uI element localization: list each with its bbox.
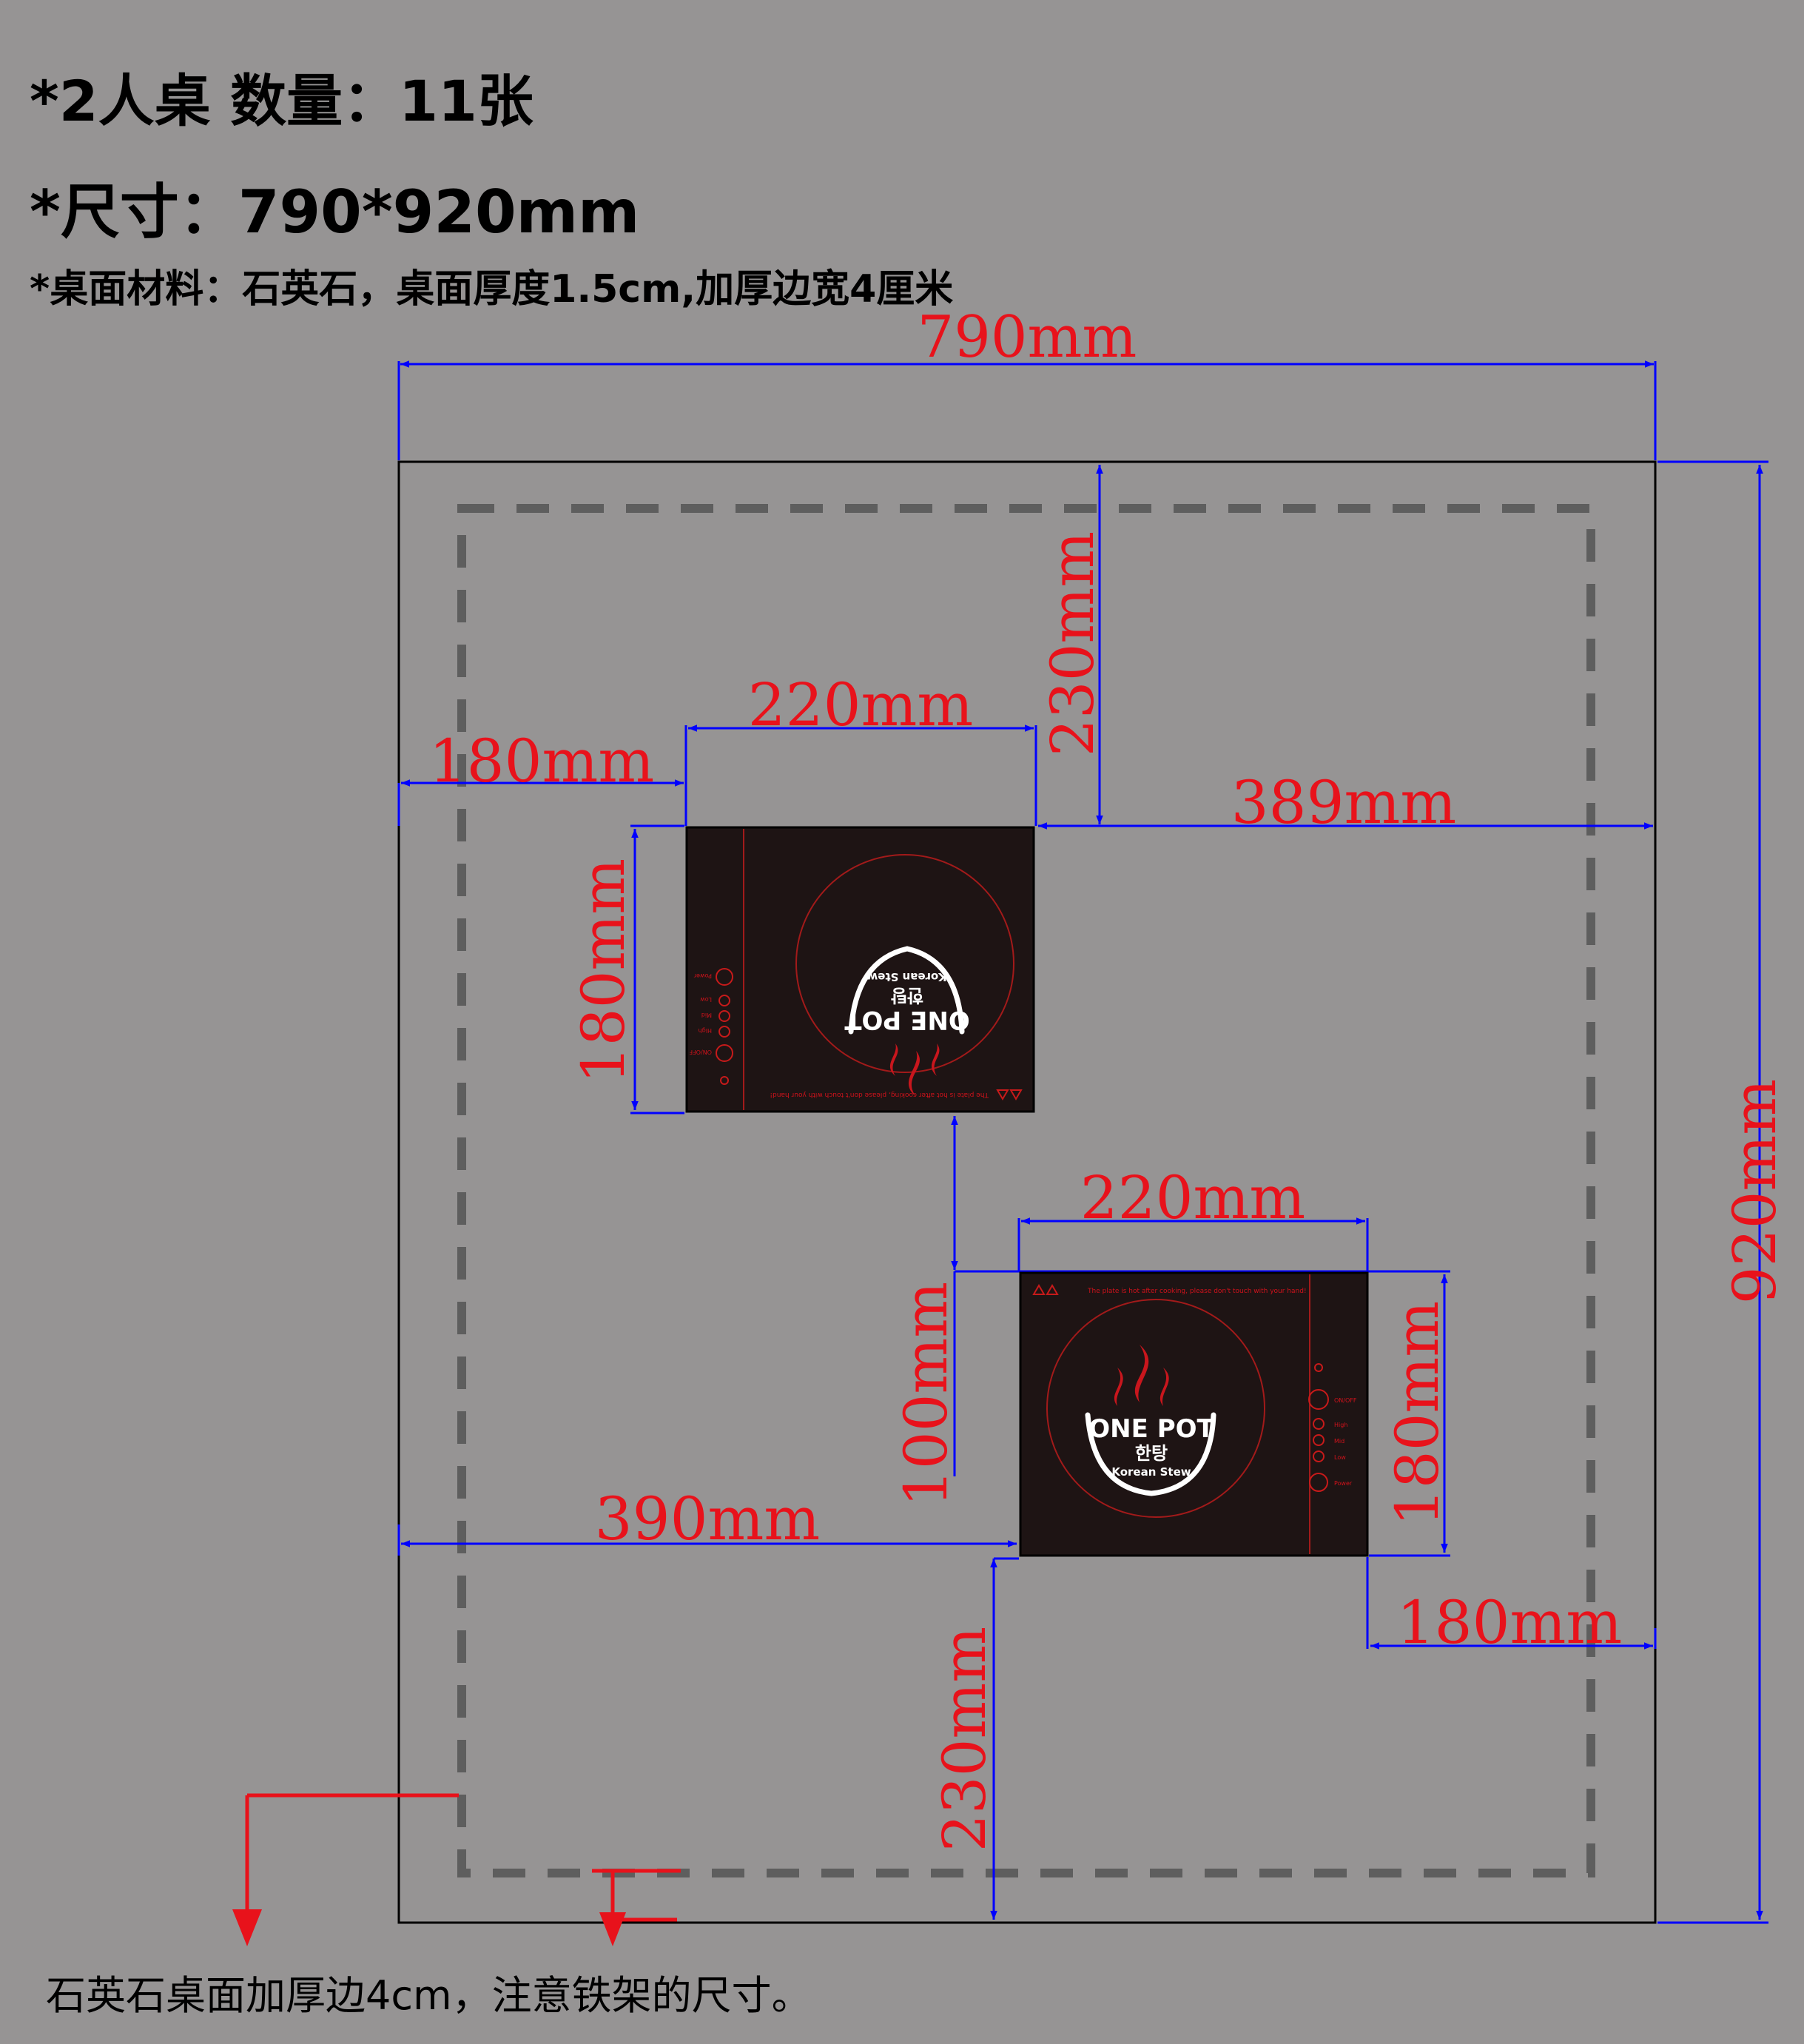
cooktop-1-logo-main: ONE POT — [844, 1005, 969, 1035]
cooktop-2-control-power: Power — [1334, 1480, 1353, 1487]
dim-cooktop-gap: 100mm — [892, 1282, 960, 1507]
cooktop-2-control-high: High — [1334, 1422, 1347, 1428]
cooktop-2-logo-sub: Korean Stew — [1111, 1465, 1191, 1479]
iron-frame-outline — [457, 504, 1595, 1877]
cooktop-2-control-low: Low — [1334, 1454, 1346, 1461]
dim-cooktop2-right: 180mm — [1397, 1588, 1622, 1657]
cooktop-2: The plate is hot after cooking, please d… — [1019, 1271, 1369, 1557]
cooktop-1-control-high: High — [699, 1027, 712, 1034]
cooktop-1-controls — [716, 968, 733, 1085]
cooktop-2-controls — [1308, 1363, 1329, 1492]
cooktop-1-control-onoff: ON/OFF — [689, 1049, 712, 1055]
footer-note: 石英石桌面加厚边4cm，注意铁架的尺寸。 — [46, 1972, 812, 2019]
cooktop-1-logo-sub: Korean Stew — [867, 970, 946, 984]
dim-cooktop1-right: 389mm — [1231, 768, 1456, 837]
dimension-lines — [397, 360, 1768, 1924]
cooktop-1-flame-icon — [890, 1043, 940, 1097]
cooktop-2-warning: The plate is hot after cooking, please d… — [1087, 1288, 1307, 1295]
cooktop-2-control-onoff: ON/OFF — [1334, 1397, 1357, 1404]
header-material: *桌面材料：石英石，桌面厚度1.5cm,加厚边宽4厘米 — [30, 267, 954, 312]
arrow-head-1 — [232, 1909, 262, 1946]
cooktop-1-logo-korean: 한탕 — [891, 985, 923, 1006]
dim-top-gap: 230mm — [1038, 531, 1107, 756]
dim-cooktop1-height: 180mm — [569, 858, 638, 1083]
dim-cooktop2-width: 220mm — [1080, 1163, 1305, 1232]
cooktop-1: The plate is hot after cooking, please d… — [685, 826, 1035, 1113]
cooktop-2-logo-korean: 한탕 — [1135, 1443, 1168, 1464]
dim-table-depth: 920mm — [1720, 1079, 1789, 1304]
table-outline — [397, 460, 1657, 1924]
cooktop-1-control-low: Low — [700, 996, 712, 1003]
header-size: *尺寸：790*920mm — [30, 178, 640, 246]
cooktop-1-warning: The plate is hot after cooking, please d… — [770, 1091, 989, 1098]
header-quantity: *2人桌 数量：11张 — [30, 68, 534, 134]
dim-cooktop1-left: 180mm — [429, 727, 654, 796]
cooktop-1-control-mid: Mid — [701, 1012, 712, 1018]
arrow-head-2 — [599, 1912, 626, 1946]
cooktop-2-logo-main: ONE POT — [1088, 1414, 1214, 1444]
dim-cooktop2-left: 390mm — [595, 1485, 820, 1553]
cooktop-2-flame-icon — [1114, 1345, 1169, 1406]
dim-cooktop1-width: 220mm — [748, 670, 973, 739]
cooktop-2-control-mid: Mid — [1334, 1438, 1344, 1445]
dim-table-width: 790mm — [918, 304, 1137, 371]
dim-cooktop2-height: 180mm — [1383, 1301, 1452, 1526]
dim-bottom-gap: 230mm — [930, 1627, 999, 1852]
cooktop-1-control-power: Power — [693, 972, 712, 979]
